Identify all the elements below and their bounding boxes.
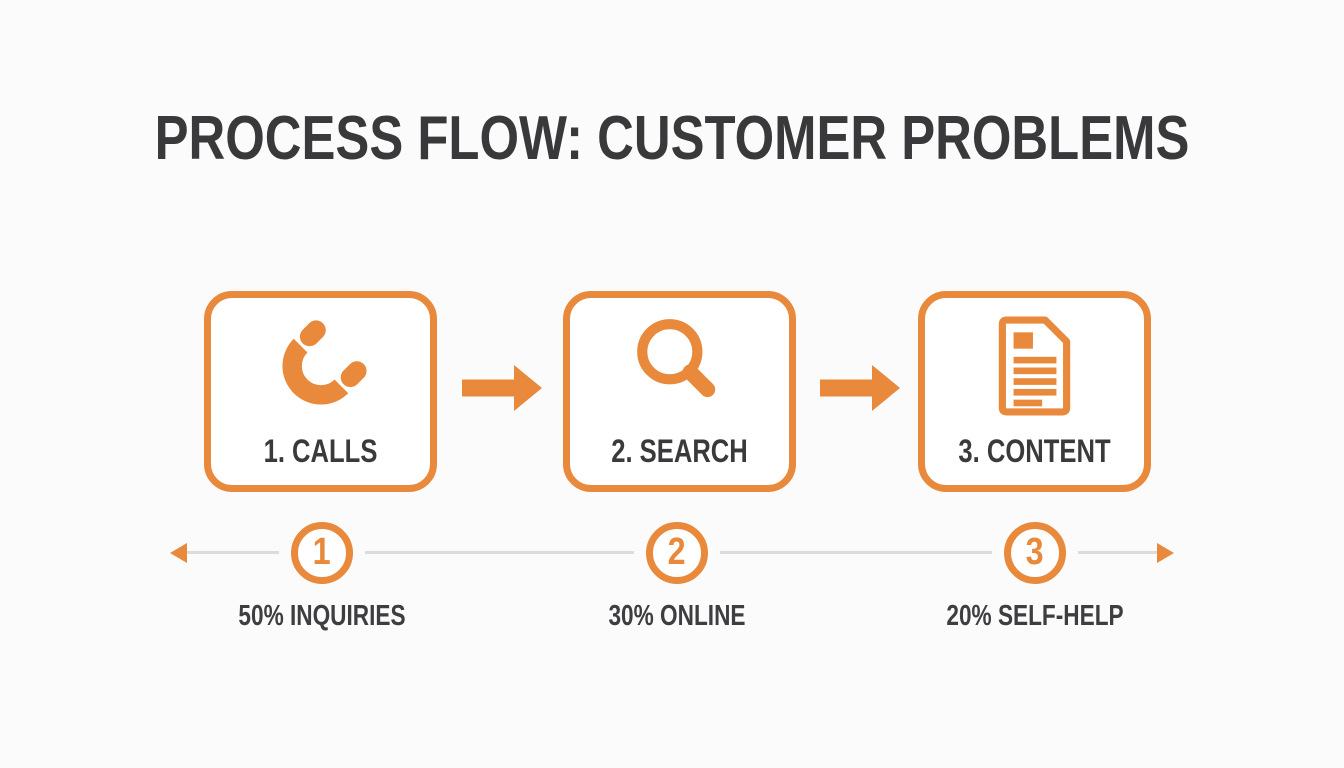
step-box-content: 3. CONTENT (918, 291, 1151, 492)
timeline-marker-circle: 3 (1004, 522, 1066, 584)
phone-icon (211, 312, 430, 420)
step-box-calls: 1. CALLS (204, 291, 437, 492)
document-icon (925, 312, 1144, 420)
timeline-marker-2: 2 (634, 510, 720, 596)
step-box-search: 2. SEARCH (563, 291, 796, 492)
timeline-right-arrowhead-icon (1157, 543, 1174, 563)
timeline-marker-circle: 2 (646, 522, 708, 584)
timeline-label-online: 30% ONLINE (608, 600, 746, 632)
step-label-calls: 1. CALLS (263, 433, 378, 469)
timeline-marker-number: 2 (668, 531, 686, 573)
timeline-marker-number: 1 (313, 531, 331, 573)
timeline-label-inquiries: 50% INQUIRIES (238, 600, 406, 632)
timeline-marker-3: 3 (992, 510, 1078, 596)
page-title: PROCESS FLOW: CUSTOMER PROBLEMS (154, 104, 1190, 173)
search-icon (570, 312, 789, 420)
timeline-marker-number: 3 (1026, 531, 1044, 573)
flow-arrow-right-icon (820, 365, 900, 411)
timeline-label-self-help: 20% SELF-HELP (946, 600, 1124, 632)
step-label-content: 3. CONTENT (958, 433, 1111, 469)
timeline-left-arrowhead-icon (170, 543, 187, 563)
timeline-marker-1: 1 (279, 510, 365, 596)
flow-arrow-right-icon (462, 365, 542, 411)
timeline-marker-circle: 1 (291, 522, 353, 584)
step-label-search: 2. SEARCH (611, 433, 748, 469)
